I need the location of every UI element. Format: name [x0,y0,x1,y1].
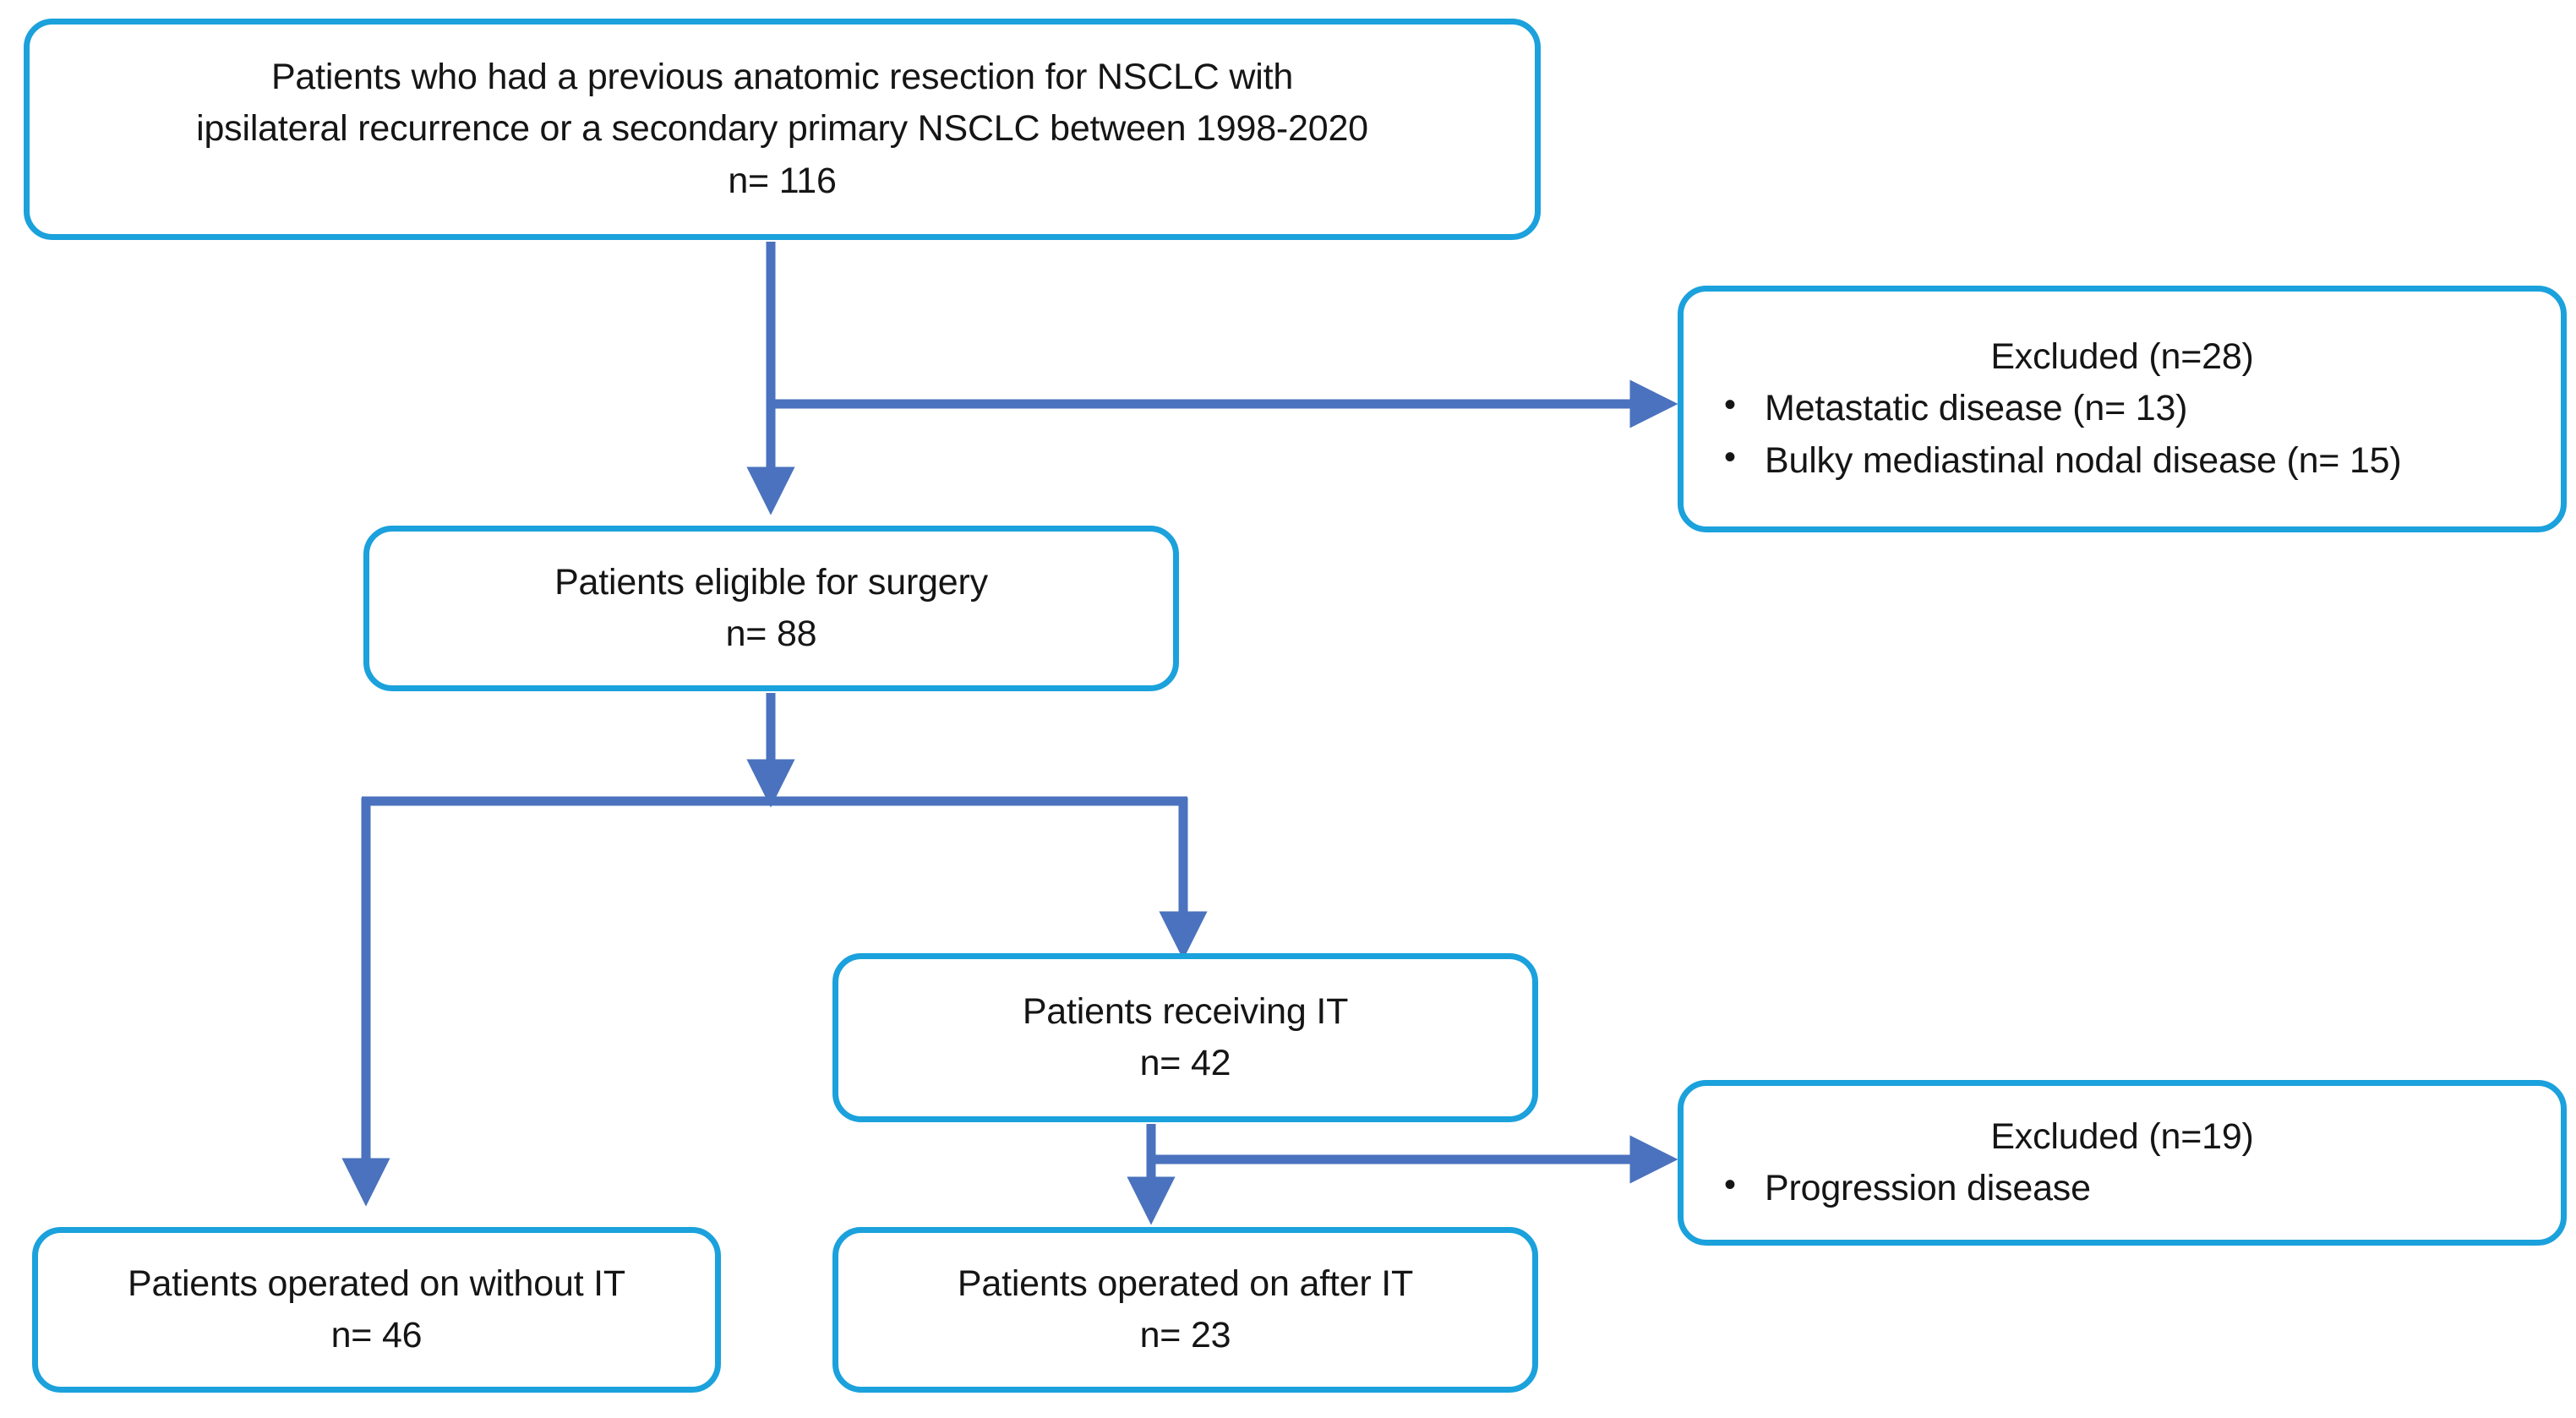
eligible-for-surgery-box: Patients eligible for surgery n= 88 [363,526,1179,691]
operated-after-it-box: Patients operated on after IT n= 23 [832,1227,1538,1393]
excluded-2-title: Excluded (n=19) [1990,1115,2254,1157]
excluded-1-title: Excluded (n=28) [1990,336,2254,378]
excluded-1-bullet-list: Metastatic disease (n= 13) Bulky mediast… [1702,381,2542,487]
excluded-2-bullet-item: Progression disease [1717,1161,2542,1214]
excluded-1-bullet-item: Bulky mediastinal nodal disease (n= 15) [1717,434,2542,487]
enrolled-count: n= 116 [728,160,837,201]
operated-after-it-title: Patients operated on after IT [957,1263,1414,1304]
enrolled-line-2: ipsilateral recurrence or a secondary pr… [196,108,1368,150]
excluded-2-bullet-list: Progression disease [1702,1161,2542,1214]
operated-without-it-title: Patients operated on without IT [128,1263,625,1304]
enrolled-cohort-box: Patients who had a previous anatomic res… [24,19,1541,240]
operated-without-it-box: Patients operated on without IT n= 46 [32,1227,721,1393]
excluded-1-bullet-item: Metastatic disease (n= 13) [1717,381,2542,434]
enrolled-line-1: Patients who had a previous anatomic res… [270,57,1294,98]
excluded-box-2: Excluded (n=19) Progression disease [1678,1080,2567,1246]
receiving-it-title: Patients receiving IT [1022,990,1349,1032]
operated-without-it-count: n= 46 [330,1315,423,1355]
excluded-box-1: Excluded (n=28) Metastatic disease (n= 1… [1678,286,2567,532]
eligible-title: Patients eligible for surgery [554,561,988,603]
patients-receiving-it-box: Patients receiving IT n= 42 [832,953,1538,1122]
eligible-count: n= 88 [725,614,817,654]
receiving-it-count: n= 42 [1139,1043,1231,1083]
operated-after-it-count: n= 23 [1139,1315,1231,1355]
